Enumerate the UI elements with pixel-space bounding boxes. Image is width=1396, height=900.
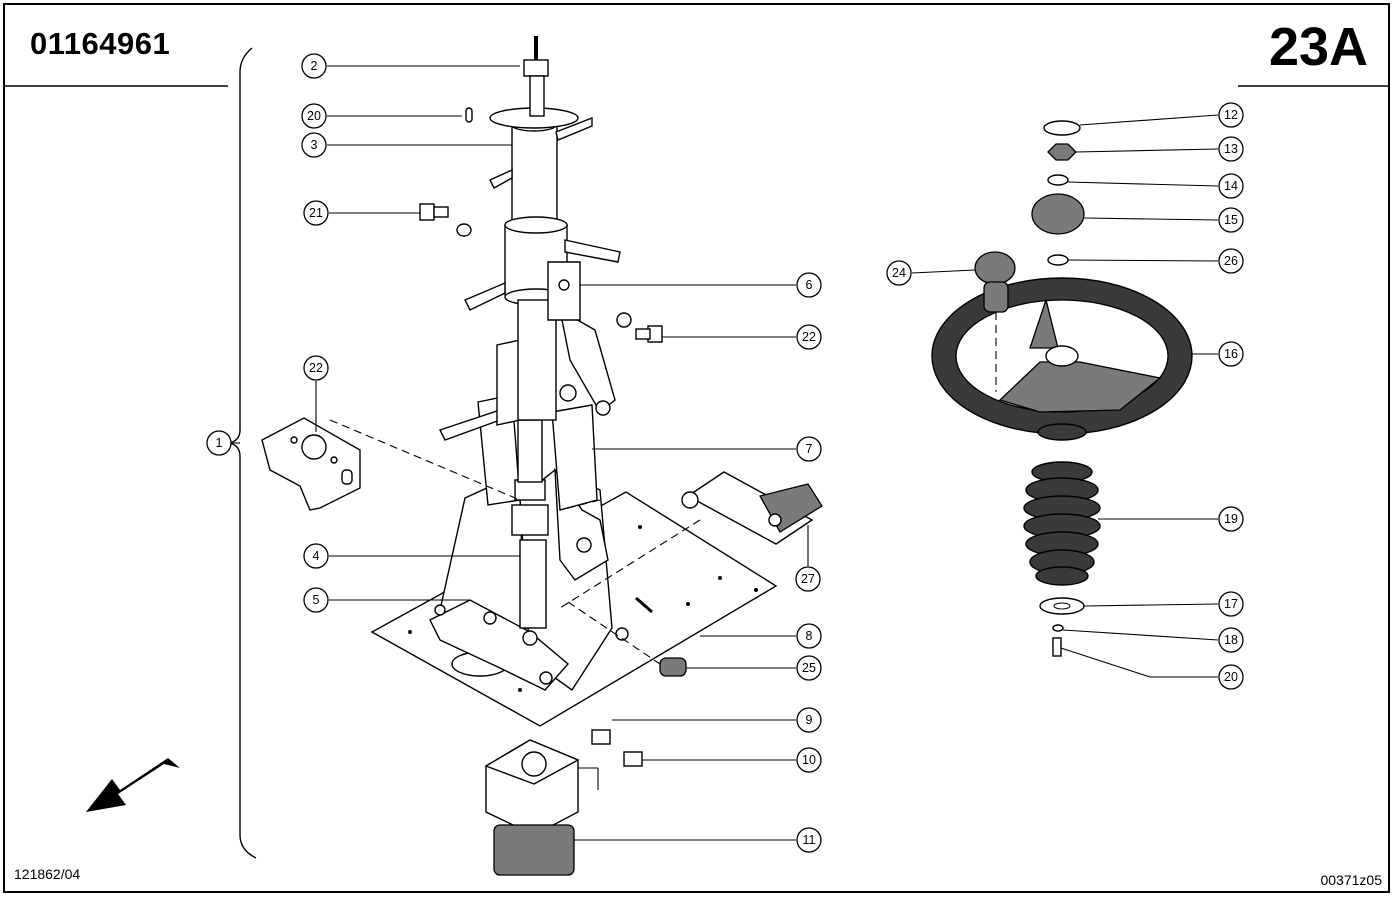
svg-text:19: 19 bbox=[1224, 512, 1238, 526]
callout-21: 20 bbox=[301, 103, 327, 129]
steering-column-assembly bbox=[261, 36, 823, 876]
svg-text:15: 15 bbox=[1224, 213, 1238, 227]
spinner-knob bbox=[974, 251, 1016, 285]
svg-text:5: 5 bbox=[313, 593, 320, 607]
middle-shaft bbox=[517, 419, 543, 483]
leader-lines bbox=[232, 65, 1219, 841]
callout-20: 19 bbox=[1218, 506, 1244, 532]
fitting-9 bbox=[591, 729, 611, 745]
svg-text:9: 9 bbox=[806, 713, 813, 727]
svg-text:20: 20 bbox=[1224, 670, 1238, 684]
svg-text:27: 27 bbox=[801, 572, 815, 586]
callout-7: 7 bbox=[796, 436, 822, 462]
callout-3: 3 bbox=[301, 132, 327, 158]
roll-pin bbox=[465, 107, 473, 123]
callout-24: 24 bbox=[886, 260, 912, 286]
front-direction-arrow-icon bbox=[86, 758, 180, 812]
adjust-lever bbox=[564, 239, 621, 263]
svg-text:3: 3 bbox=[311, 138, 318, 152]
mounting-bracket bbox=[261, 417, 361, 511]
callout-9: 9 bbox=[796, 707, 822, 733]
svg-text:13: 13 bbox=[1224, 142, 1238, 156]
callout-12: 12 bbox=[1218, 102, 1244, 128]
fitting-10 bbox=[623, 751, 643, 767]
drawing-code-left: 121862/04 bbox=[14, 866, 81, 882]
svg-text:7: 7 bbox=[806, 442, 813, 456]
svg-text:6: 6 bbox=[806, 278, 813, 292]
callout-22-upper: 21 bbox=[303, 200, 329, 226]
svg-text:24: 24 bbox=[892, 266, 906, 280]
assembly-bracket bbox=[227, 47, 257, 859]
callout-16: 16 bbox=[1218, 341, 1244, 367]
callout-27: 27 bbox=[795, 566, 821, 592]
bellows bbox=[1023, 461, 1101, 586]
washer-lower bbox=[616, 312, 632, 328]
svg-text:22: 22 bbox=[802, 330, 816, 344]
svg-text:10: 10 bbox=[802, 753, 816, 767]
steering-unit-motor bbox=[493, 824, 575, 876]
callout-19: 20 bbox=[1218, 664, 1244, 690]
steering-wheel-assembly bbox=[931, 120, 1193, 657]
callout-17: 17 bbox=[1218, 591, 1244, 617]
svg-text:16: 16 bbox=[1224, 347, 1238, 361]
callout-18: 18 bbox=[1218, 627, 1244, 653]
washer-18 bbox=[1052, 624, 1064, 632]
svg-text:1: 1 bbox=[216, 436, 223, 450]
column-frame-right bbox=[551, 404, 598, 511]
cap bbox=[1043, 120, 1081, 136]
svg-text:12: 12 bbox=[1224, 108, 1238, 122]
bolt-upper bbox=[419, 203, 435, 221]
svg-text:20: 20 bbox=[307, 109, 321, 123]
svg-text:18: 18 bbox=[1224, 633, 1238, 647]
svg-text:26: 26 bbox=[1224, 254, 1238, 268]
universal-joint bbox=[511, 504, 549, 536]
screw-19 bbox=[1052, 637, 1062, 657]
lower-shaft bbox=[519, 539, 547, 629]
wheel-spoke bbox=[998, 361, 1162, 413]
svg-text:14: 14 bbox=[1224, 179, 1238, 193]
svg-text:22: 22 bbox=[309, 361, 323, 375]
nut bbox=[1047, 143, 1077, 161]
spring bbox=[659, 657, 687, 677]
upper-column-tube bbox=[511, 124, 558, 226]
pedestal-flange bbox=[429, 599, 569, 691]
callout-14: 14 bbox=[1218, 173, 1244, 199]
callout-22-lower: 22 bbox=[796, 324, 822, 350]
svg-text:17: 17 bbox=[1224, 597, 1238, 611]
callout-23: 22 bbox=[303, 355, 329, 381]
svg-text:8: 8 bbox=[806, 629, 813, 643]
hub-cover bbox=[1031, 193, 1085, 235]
callout-15: 15 bbox=[1218, 207, 1244, 233]
drawing-frame bbox=[3, 3, 1390, 893]
callout-8: 8 bbox=[796, 623, 822, 649]
svg-text:21: 21 bbox=[309, 206, 323, 220]
callout-25: 25 bbox=[796, 655, 822, 681]
page-id: 23A bbox=[1268, 17, 1368, 77]
svg-text:2: 2 bbox=[311, 59, 318, 73]
part-number: 01164961 bbox=[30, 26, 171, 61]
top-nut bbox=[523, 59, 549, 77]
drawing-code-right: 00371z05 bbox=[1320, 872, 1382, 888]
callout-11: 11 bbox=[796, 827, 822, 853]
callout-4: 4 bbox=[303, 543, 329, 569]
washer-26 bbox=[1047, 254, 1069, 266]
callout-13: 13 bbox=[1218, 136, 1244, 162]
svg-text:4: 4 bbox=[313, 549, 320, 563]
callout-26: 26 bbox=[1218, 248, 1244, 274]
callout-1: 1 bbox=[206, 430, 232, 456]
slide-rail-left bbox=[496, 339, 521, 426]
washer-upper bbox=[456, 223, 472, 237]
svg-text:11: 11 bbox=[803, 833, 816, 847]
svg-text:25: 25 bbox=[802, 661, 816, 675]
callout-2: 2 bbox=[301, 53, 327, 79]
top-stud bbox=[529, 75, 545, 117]
callout-5: 5 bbox=[303, 587, 329, 613]
washer-14 bbox=[1047, 174, 1069, 186]
callout-10: 10 bbox=[796, 747, 822, 773]
callout-6: 6 bbox=[796, 272, 822, 298]
